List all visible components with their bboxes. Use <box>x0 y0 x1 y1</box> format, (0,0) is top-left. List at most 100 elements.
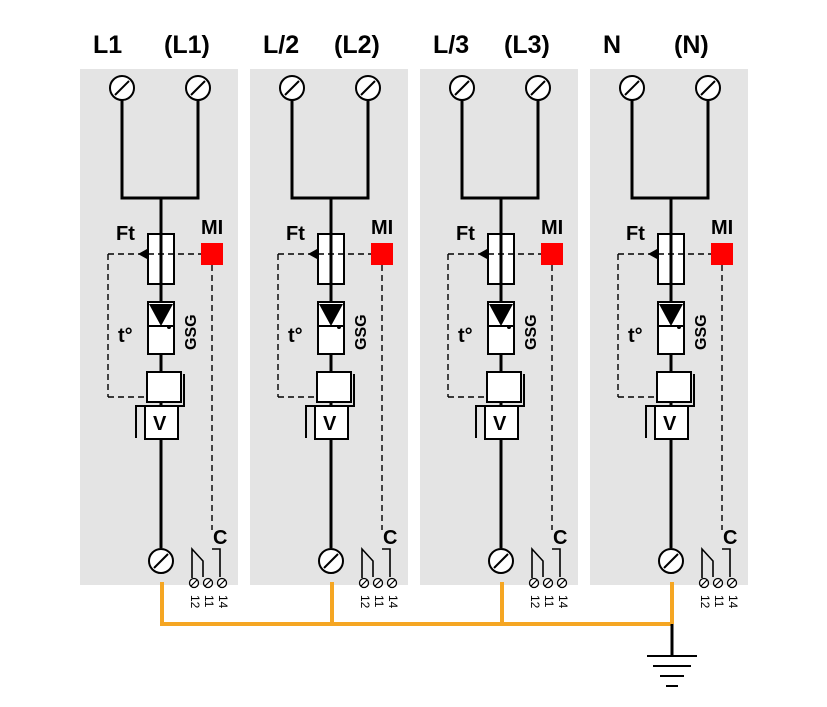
varistor-label: V <box>493 413 507 435</box>
terminal-screw-icon <box>449 75 475 101</box>
screw-slot <box>663 553 679 569</box>
contact-terminal-label: 12 <box>698 595 712 609</box>
screw-slot <box>323 553 339 569</box>
contact-terminal-label: 12 <box>188 595 202 609</box>
contact-terminal-label: 14 <box>556 595 570 609</box>
gsg-dot <box>507 325 511 329</box>
ground-symbol-icon <box>647 655 697 687</box>
contact-screw-slot <box>530 579 538 587</box>
link-arrow-icon <box>478 249 487 259</box>
contact-terminal-icon <box>528 577 540 589</box>
contact-terminal-icon <box>556 577 568 589</box>
contact-screw-slot <box>544 579 552 587</box>
contact-terminal-icon <box>188 577 200 589</box>
contact-label: C <box>213 527 227 549</box>
contact-screw-slot <box>388 579 396 587</box>
module-indicator <box>201 243 223 265</box>
contact-terminal-icon <box>372 577 384 589</box>
screw-slot <box>454 80 470 96</box>
link-arrow-icon <box>308 249 317 259</box>
varistor-label: V <box>153 413 167 435</box>
contact-screw-slot <box>728 579 736 587</box>
module-label-alt: (L1) <box>164 31 210 59</box>
module-label: L/3 <box>433 31 469 59</box>
contact-terminal-icon <box>712 577 724 589</box>
screw-slot <box>624 80 640 96</box>
varistor-curve <box>475 374 525 438</box>
varistor-label: V <box>663 413 677 435</box>
terminal-screw-icon <box>279 75 305 101</box>
gsg-arrow-icon <box>659 304 683 326</box>
indicator-label: MI <box>541 217 563 239</box>
contact-terminal-icon <box>202 577 214 589</box>
gsg-label: GSG <box>693 314 710 350</box>
thermal-disconnector <box>656 371 692 403</box>
contact-screw-slot <box>218 579 226 587</box>
contact-terminal-label: 12 <box>528 595 542 609</box>
contact-terminal-label: 11 <box>372 595 386 608</box>
varistor-curve <box>645 374 695 438</box>
module-label: L/2 <box>263 31 299 59</box>
fuse-label: Ft <box>456 223 475 245</box>
thermal-disconnector <box>316 371 352 403</box>
contact-lead <box>552 548 561 577</box>
gsg-arrow-icon <box>319 304 343 326</box>
contact-terminal-icon <box>358 577 370 589</box>
gsg-dot <box>677 325 681 329</box>
varistor-element <box>144 405 179 440</box>
thermal-label: t° <box>288 325 303 347</box>
contact-terminal-label: 12 <box>358 595 372 609</box>
contact-switch-icon <box>361 546 374 578</box>
thermal-label: t° <box>628 325 643 347</box>
indicator-label: MI <box>371 217 393 239</box>
earth-terminal-icon <box>318 548 344 574</box>
gsg-label: GSG <box>183 314 200 350</box>
module-label-alt: (N) <box>674 31 709 59</box>
terminal-screw-icon <box>355 75 381 101</box>
contact-terminal-label: 14 <box>216 595 230 609</box>
module-indicator <box>371 243 393 265</box>
contact-switch-icon <box>191 546 204 578</box>
contact-terminal-icon <box>726 577 738 589</box>
fuse-label: Ft <box>116 223 135 245</box>
varistor-curve <box>305 374 355 438</box>
module-label-alt: (L2) <box>334 31 380 59</box>
gsg-arrow-icon <box>489 304 513 326</box>
varistor-label: V <box>323 413 337 435</box>
contact-lead <box>722 548 731 577</box>
earth-terminal-icon <box>148 548 174 574</box>
contact-terminal-label: 11 <box>712 595 726 608</box>
screw-slot <box>493 553 509 569</box>
indicator-label: MI <box>201 217 223 239</box>
module-indicator <box>541 243 563 265</box>
module-label-alt: (L3) <box>504 31 550 59</box>
indicator-label: MI <box>711 217 733 239</box>
thermal-label: t° <box>458 325 473 347</box>
module-label: L1 <box>93 31 122 59</box>
contact-screw-slot <box>374 579 382 587</box>
contact-terminal-icon <box>542 577 554 589</box>
terminal-screw-icon <box>525 75 551 101</box>
earth-terminal-icon <box>488 548 514 574</box>
varistor-element <box>654 405 689 440</box>
contact-terminal-label: 14 <box>386 595 400 609</box>
contact-label: C <box>723 527 737 549</box>
screw-slot <box>153 553 169 569</box>
terminal-screw-icon <box>695 75 721 101</box>
contact-screw-slot <box>190 579 198 587</box>
varistor-element <box>484 405 519 440</box>
contact-terminal-label: 14 <box>726 595 740 609</box>
link-arrow-icon <box>138 249 147 259</box>
module-label: N <box>603 31 621 59</box>
contact-switch-icon <box>701 546 714 578</box>
contact-screw-slot <box>558 579 566 587</box>
thermal-disconnector <box>146 371 182 403</box>
screw-slot <box>114 80 130 96</box>
contact-terminal-label: 11 <box>542 595 556 608</box>
screw-slot <box>284 80 300 96</box>
